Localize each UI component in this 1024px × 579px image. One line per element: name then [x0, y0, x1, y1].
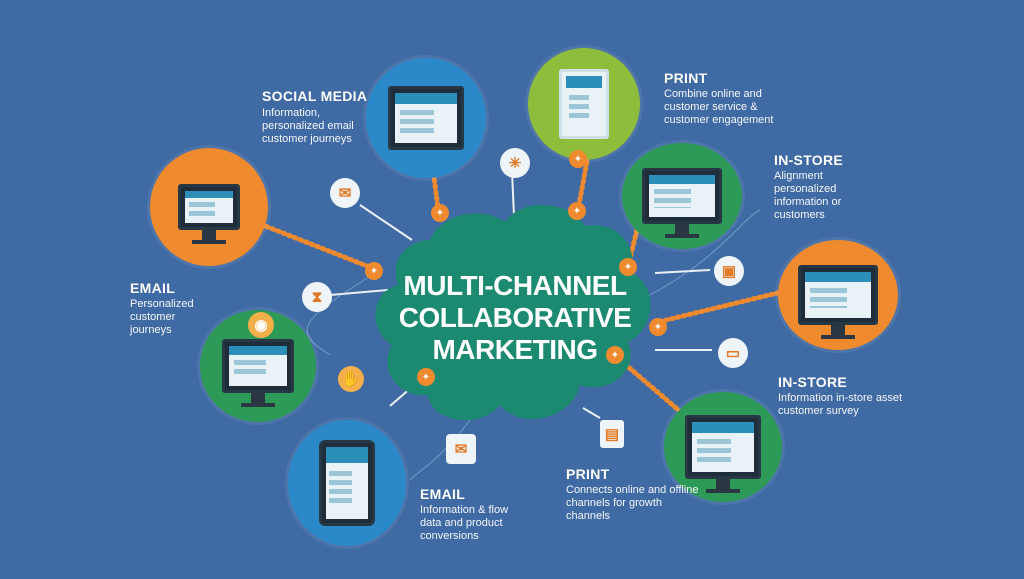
arrow-hourglass [329, 289, 389, 296]
print-top-circle [528, 48, 640, 160]
connector-dot: ✦ [417, 368, 435, 386]
mail-icon: ✉ [446, 434, 476, 464]
link-email-top [252, 219, 375, 271]
cube-icon: ▣ [714, 256, 744, 286]
poster-illustration [559, 69, 609, 139]
in-store-bottom-circle [664, 392, 782, 502]
thin-link-1 [306, 269, 381, 356]
print-top-title: PRINT [664, 70, 708, 86]
connector-dot: ✦ [619, 258, 637, 276]
center-line-3: MARKETING [432, 334, 598, 365]
center-title: MULTI-CHANNEL COLLABORATIVE MARKETING [395, 270, 635, 366]
connector-dot: ✦ [649, 318, 667, 336]
connector-dot: ✦ [606, 346, 624, 364]
email-left-desc: Personalized customer journeys [130, 298, 194, 336]
in-store-top-circle [622, 143, 742, 249]
arrow-email [359, 204, 413, 241]
connector-dot: ✦ [568, 202, 586, 220]
email-bottom-circle [288, 420, 406, 546]
chat-icon: ▭ [718, 338, 748, 368]
in-store-top-desc: Alignment personalized information or cu… [774, 170, 842, 221]
thin-link-3 [409, 419, 471, 481]
center-line-2: COLLABORATIVE [398, 302, 632, 333]
social-media-desc: Information, personalized email customer… [262, 107, 354, 145]
email-bottom-title: EMAIL [420, 486, 466, 502]
email-left-circle [200, 310, 316, 422]
connector-dot: ✦ [569, 150, 587, 168]
in-store-top-title: IN-STORE [774, 152, 844, 168]
center-line-1: MULTI-CHANNEL [403, 270, 627, 301]
email-channel-circle [150, 148, 268, 266]
globe-icon: ◉ [248, 312, 274, 338]
tablet-illustration [388, 86, 464, 150]
thin-link-2 [639, 209, 761, 301]
hand-icon: ✋ [338, 366, 364, 392]
tree-icon: ✳ [500, 148, 530, 178]
hourglass-icon: ⧗ [302, 282, 332, 312]
in-store-bottom-title: IN-STORE [778, 374, 848, 390]
arrow-printer [582, 407, 601, 419]
connector-dot: ✦ [431, 204, 449, 222]
social-media-circle [366, 58, 486, 178]
monitor-illustration [642, 168, 722, 238]
monitor-illustration-3 [685, 415, 761, 493]
print-top-desc: Combine online and customer service & cu… [664, 88, 774, 126]
connector-dot: ✦ [365, 262, 383, 280]
desktop-illustration [178, 184, 240, 244]
laptop-illustration [222, 339, 294, 407]
right-monitor-circle [778, 240, 898, 350]
link-right [655, 287, 793, 325]
print-bottom-title: PRINT [566, 466, 610, 482]
tablet-illustration-2 [319, 440, 375, 526]
printer-icon: ▤ [600, 420, 624, 448]
monitor-illustration-2 [798, 265, 878, 339]
arrow-globe [511, 171, 515, 217]
email-icon: ✉ [330, 178, 360, 208]
arrow-cube [654, 269, 711, 274]
center-cloud [375, 205, 651, 421]
email-left-title: EMAIL [130, 280, 176, 296]
in-store-bottom-desc: Information in-store asset customer surv… [778, 392, 903, 417]
print-bottom-desc: Connects online and offline channels for… [566, 484, 699, 522]
email-bottom-desc: Information & flow data and product conv… [420, 504, 509, 542]
social-media-title: SOCIAL MEDIA [262, 88, 368, 104]
